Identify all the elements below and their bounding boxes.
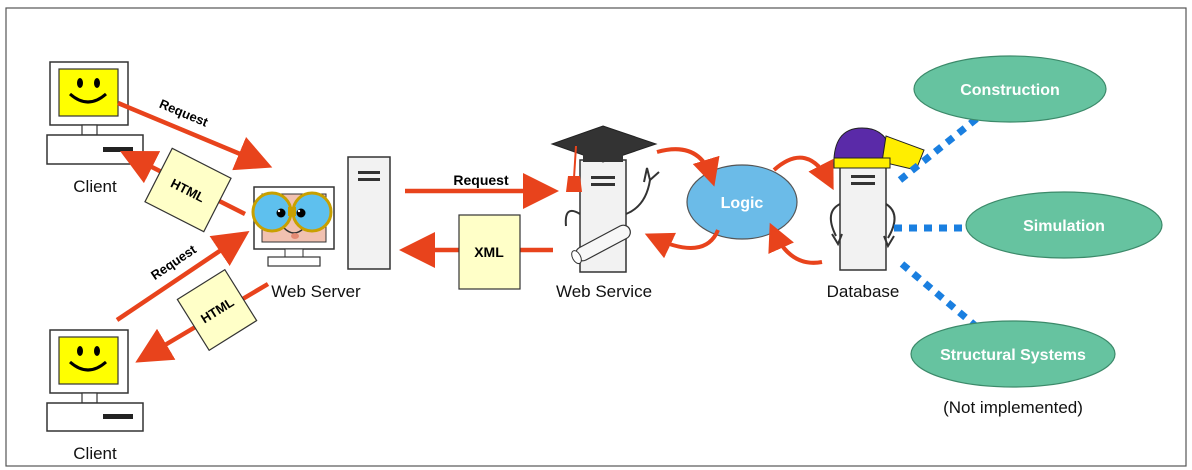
link-structural [899, 261, 981, 331]
xml-document-label: XML [474, 244, 504, 260]
logic-to-service-arrow [644, 229, 720, 259]
web-service-graduate-icon [550, 125, 660, 273]
html-document-bottom: HTML [176, 268, 258, 352]
web-server-tower-icon [347, 156, 391, 270]
client-bottom-label: Client [73, 444, 117, 463]
service-to-logic-arrow [656, 147, 720, 187]
web-service-label: Web Service [556, 282, 652, 301]
client-top-label: Client [73, 177, 117, 196]
client-bottom-computer-icon [46, 329, 144, 432]
construction-node [913, 55, 1107, 123]
xml-document: XML [458, 214, 521, 290]
html-document-top: HTML [144, 147, 232, 233]
link-construction [897, 109, 988, 183]
logic-to-database-arrow [772, 155, 834, 191]
request-arrow-top [117, 100, 273, 171]
structural-note: (Not implemented) [943, 398, 1083, 417]
construction-label: Construction [960, 82, 1060, 99]
simulation-node [965, 191, 1163, 259]
structural-systems-label: Structural Systems [940, 347, 1086, 364]
database-label: Database [827, 282, 900, 301]
request-label-service: Request [453, 172, 509, 188]
binoculars-icon [251, 191, 333, 233]
database-to-logic-arrow [768, 222, 823, 265]
database-cap-icon [829, 127, 925, 271]
structural-systems-node [910, 320, 1116, 388]
request-arrow-bottom [115, 230, 250, 322]
logic-label: Logic [721, 195, 764, 212]
web-server-label: Web Server [271, 282, 361, 301]
simulation-label: Simulation [1023, 218, 1105, 235]
client-top-computer-icon [46, 61, 144, 165]
